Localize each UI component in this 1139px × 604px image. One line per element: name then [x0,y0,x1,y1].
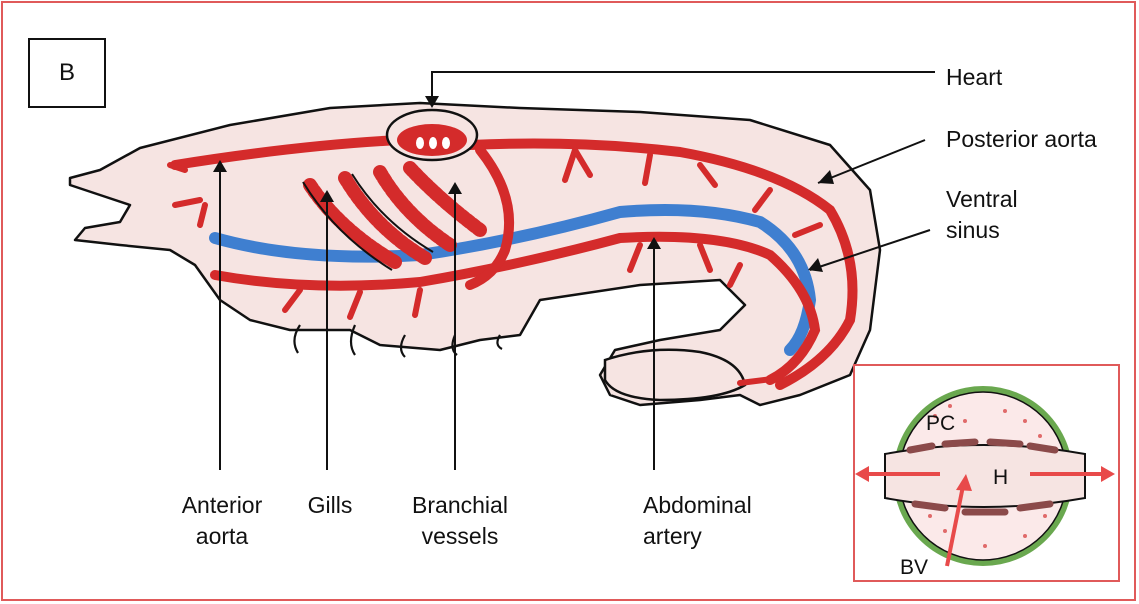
gill-filaments [303,161,487,269]
branchial-vessels-arrowhead [448,182,462,194]
ventral-sinus-leader [809,229,931,271]
inset-bv-label: BV [900,556,929,579]
anterior-aorta-arrowhead [213,160,227,172]
leader-lines [219,71,935,470]
heart-arrowhead [425,96,439,108]
ventral-sinus-label: Ventral sinus [946,184,1018,246]
arrowheads [213,96,834,272]
gill-outlines [302,173,434,271]
descending-artery-vessel [465,145,515,290]
inflow-arrow [945,485,965,567]
inflow-arrowhead [956,474,972,491]
gills-arrowhead [320,190,334,202]
branchial-vessels-label-line2: vessels [421,523,499,549]
abdominal-artery-vessel [210,231,821,385]
anterior-aorta-label-line2: aorta [195,523,249,549]
heart-cross-section-drawing [855,386,1115,567]
inset-pc-label: PC [926,412,956,435]
artery-branches [167,147,823,386]
ostium [442,137,450,149]
abdominal-artery-label-line1: Abdominal [643,492,752,518]
heart-leader [431,71,935,100]
gills-label-text: Gills [307,492,353,518]
ventral-sinus-arrowhead [808,258,823,272]
ostium [429,137,437,149]
inset-h-label: H [993,466,1009,489]
anterior-aorta-label: Anterior aorta [180,490,264,552]
anterior-aorta-label-line1: Anterior [181,492,263,518]
branchial-vessels-label-line1: Branchial [412,492,508,518]
outflow-arrowhead-right [1101,466,1115,482]
ventral-sinus-vessel [209,204,817,356]
branchial-vessels-label: Branchial vessels [405,490,515,552]
valve-segments [906,438,1059,516]
heart-label: Heart [946,64,1003,90]
abdominal-artery-label-line2: artery [643,523,702,549]
heart-cross-section-inset: PC H BV [853,364,1120,582]
ventral-sinus-label-line1: Ventral [946,186,1018,212]
abdominal-artery-label: Abdominal artery [643,490,752,552]
ventral-sinus-label-line2: sinus [946,217,1000,243]
posterior-aorta-label: Posterior aorta [946,126,1097,152]
posterior-aorta-arrowhead [818,170,834,184]
gills-label: Gills [300,490,360,521]
anterior-aorta-vessel [170,135,405,170]
outflow-arrowhead-left [855,466,869,482]
posterior-aorta-vessel [465,138,858,390]
pleopods [293,324,503,358]
panel-label: B [28,38,106,108]
abdominal-artery-arrowhead [647,237,661,249]
ostium [416,137,424,149]
body-outline [68,101,882,407]
panel-letter: B [58,59,75,86]
posterior-aorta-leader [817,139,926,184]
